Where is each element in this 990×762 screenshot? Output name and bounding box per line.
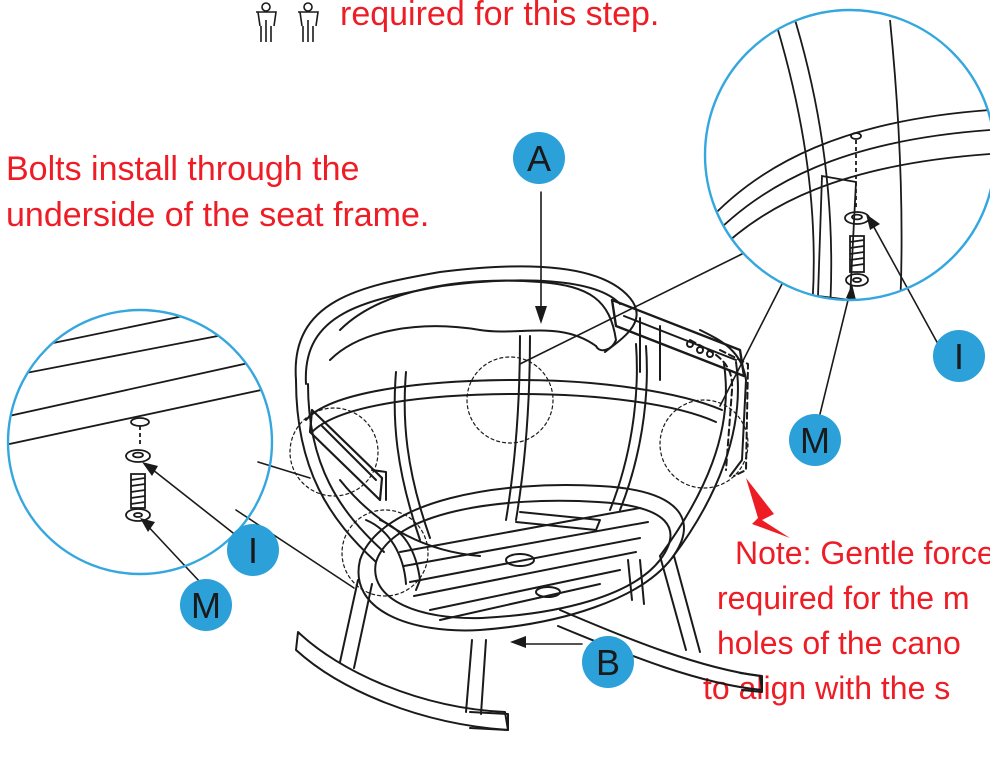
rocker-base — [295, 555, 763, 731]
right-detail-circle — [703, 8, 990, 302]
arrowheads — [140, 214, 880, 648]
part-label-m-right: M — [800, 420, 830, 461]
part-label-a: A — [527, 138, 551, 179]
detail-markers — [289, 356, 749, 597]
arrow-icon — [746, 478, 790, 538]
bolts-note-line-2: underside of the seat frame. — [6, 196, 430, 234]
seat-frame — [357, 483, 685, 632]
leader-lines — [143, 191, 939, 645]
part-label-b: B — [596, 642, 620, 683]
force-note-line-2: required for the m — [717, 580, 970, 616]
part-label-i-right: I — [954, 336, 964, 377]
left-detail-circle — [6, 308, 274, 576]
part-badge-a: A — [513, 132, 565, 184]
part-badge-m-right: M — [789, 414, 841, 466]
part-label-m-left: M — [191, 585, 221, 626]
two-person-icon — [256, 2, 319, 42]
bolts-note-line-1: Bolts install through the — [6, 150, 360, 188]
part-badge-i-left: I — [227, 524, 279, 576]
part-badge-m-left: M — [180, 579, 232, 631]
step-requirement-text: required for this step. — [340, 0, 660, 33]
part-badge-b: B — [582, 636, 634, 688]
force-note-line-3: holes of the cano — [717, 625, 961, 661]
part-badge-i-right: I — [933, 330, 985, 382]
part-label-i-left: I — [248, 530, 258, 571]
canopy-frame — [294, 265, 749, 591]
force-note-line-1: Note: Gentle force — [735, 535, 990, 571]
